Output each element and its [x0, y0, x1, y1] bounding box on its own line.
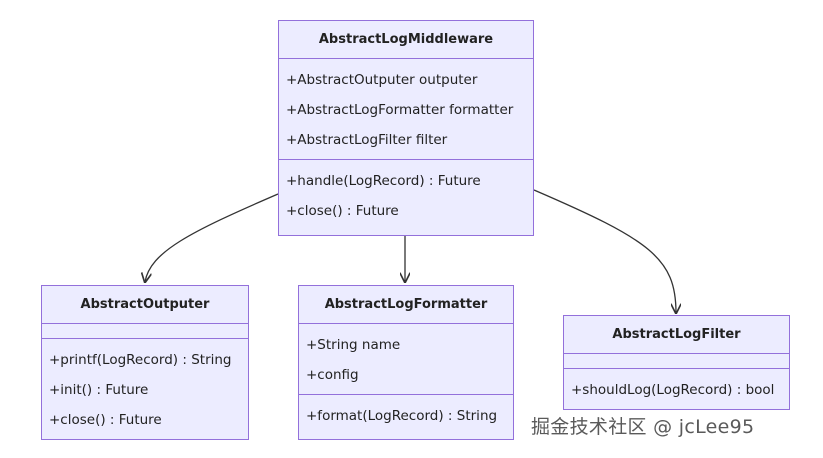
- class-name: AbstractOutputer: [42, 286, 248, 324]
- edge-middleware-filter: [533, 189, 676, 313]
- methods-section: +printf(LogRecord) : String +init() : Fut…: [42, 339, 248, 439]
- watermark-text: 掘金技术社区 @ jcLee95: [531, 416, 755, 438]
- methods-section: +format(LogRecord) : String: [299, 395, 513, 435]
- attribute-row: +config: [306, 367, 359, 383]
- attribute-row: +AbstractOutputer outputer: [286, 72, 478, 88]
- attributes-section: [42, 324, 248, 339]
- attribute-row: +String name: [306, 337, 401, 353]
- method-row: +printf(LogRecord) : String: [49, 352, 232, 368]
- method-row: +format(LogRecord) : String: [306, 408, 498, 424]
- methods-section: +shouldLog(LogRecord) : bool: [564, 369, 789, 409]
- method-row: +shouldLog(LogRecord) : bool: [571, 382, 775, 398]
- attributes-section: [564, 354, 789, 369]
- method-row: +init() : Future: [49, 382, 149, 398]
- methods-section: +handle(LogRecord) : Future +close() : Fu…: [279, 160, 533, 230]
- class-box-middleware: AbstractLogMiddleware +AbstractOutputer …: [278, 20, 534, 236]
- edge-middleware-outputer: [145, 193, 279, 282]
- method-row: +close() : Future: [49, 412, 162, 428]
- attribute-row: +AbstractLogFilter filter: [286, 132, 448, 148]
- class-name: AbstractLogFormatter: [299, 286, 513, 324]
- class-name: AbstractLogMiddleware: [279, 21, 533, 59]
- attributes-section: +String name +config: [299, 324, 513, 395]
- class-box-formatter: AbstractLogFormatter +String name +config…: [298, 285, 514, 440]
- class-name: AbstractLogFilter: [564, 316, 789, 354]
- class-box-outputer: AbstractOutputer +printf(LogRecord) : St…: [41, 285, 249, 440]
- attributes-section: +AbstractOutputer outputer +AbstractLogFo…: [279, 59, 533, 160]
- attribute-row: +AbstractLogFormatter formatter: [286, 102, 514, 118]
- method-row: +handle(LogRecord) : Future: [286, 173, 481, 189]
- class-box-filter: AbstractLogFilter +shouldLog(LogRecord) …: [563, 315, 790, 410]
- method-row: +close() : Future: [286, 203, 399, 219]
